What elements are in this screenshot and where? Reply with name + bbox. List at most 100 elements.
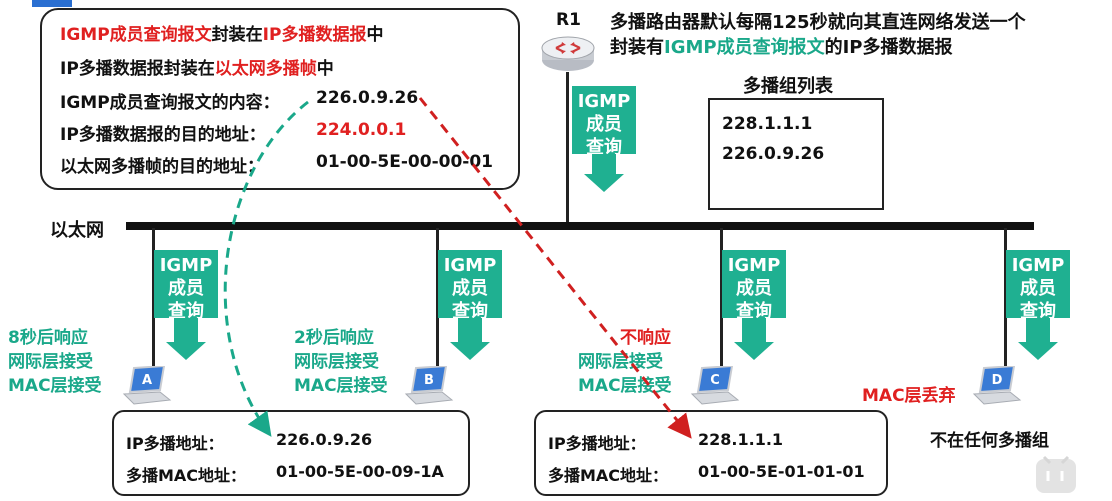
router-icon: [541, 36, 595, 71]
router-igmp-box: IGMP 成员 查询: [572, 86, 636, 158]
query-content-label: IGMP成员查询报文的内容：: [60, 93, 280, 113]
router-arrow-shaft: [592, 154, 616, 174]
address-box-c: IP多播地址： 228.1.1.1 多播MAC地址： 01-00-5E-01-0…: [534, 410, 888, 496]
host-arrow-head-b: [450, 342, 490, 360]
host-arrow-head-d: [1018, 342, 1058, 360]
group-list-title: 多播组列表: [743, 76, 833, 97]
ethernet-label: 以太网: [50, 220, 104, 241]
ip-multicast-label: IP多播地址：: [548, 434, 646, 453]
mac-multicast-value: 01-00-5E-01-01-01: [698, 462, 865, 481]
host-c-letter: C: [710, 373, 720, 388]
host-link-c: [720, 228, 723, 368]
in-text-2: 中: [316, 59, 334, 79]
igmp-line: 查询: [586, 137, 622, 158]
router-name: R1: [556, 10, 581, 30]
corner-tab: [32, 0, 72, 7]
mac-dest-value: 01-00-5E-00-00-01: [316, 152, 494, 172]
laptop-icon: A: [122, 366, 172, 405]
mac-multicast-label: 多播MAC地址：: [126, 466, 247, 485]
host-b-mac-layer: MAC层接受: [294, 376, 388, 396]
ip-dest-value: 224.0.0.1: [316, 120, 407, 140]
igmp-line: 查询: [452, 301, 488, 322]
igmp-line: IGMP: [727, 255, 781, 276]
host-arrow-head-a: [166, 342, 206, 360]
mac-multicast-label: 多播MAC地址：: [548, 466, 669, 485]
host-b-letter: B: [424, 373, 434, 388]
callout-line-3: IGMP成员查询报文的内容：: [60, 88, 280, 113]
address-box-a: IP多播地址： 226.0.9.26 多播MAC地址： 01-00-5E-00-…: [112, 410, 470, 496]
laptop-icon: C: [690, 366, 740, 405]
igmp-line: 查询: [736, 301, 772, 322]
host-link-d: [1004, 228, 1007, 368]
igmp-line: 成员: [1020, 278, 1056, 299]
host-c-ip-layer: 网际层接受: [578, 352, 663, 372]
igmp-line: 成员: [168, 278, 204, 299]
ip-multicast-text: IP多播数据报: [262, 25, 367, 45]
igmp-query-text: IGMP成员查询报文: [60, 25, 212, 45]
encap-text: 封装在: [211, 25, 263, 45]
callout-line-1: IGMP成员查询报文封装在IP多播数据报中: [60, 20, 383, 45]
igmp-line: 成员: [586, 114, 622, 135]
host-a-letter: A: [142, 373, 152, 388]
ethernet-bus: [126, 222, 1034, 230]
host-c-response: 不响应: [620, 328, 671, 348]
host-d-letter: D: [992, 373, 1003, 388]
router-note-line-2: 封装有IGMP成员查询报文的IP多播数据报: [610, 35, 1026, 60]
callout-box: IGMP成员查询报文封装在IP多播数据报中 IP多播数据报封装在以太网多播帧中 …: [40, 8, 520, 190]
igmp-line: IGMP: [159, 255, 213, 276]
igmp-line: 成员: [736, 278, 772, 299]
ethernet-frame-text: 以太网多播帧: [214, 59, 317, 79]
host-link-a: [152, 228, 155, 368]
laptop-icon: D: [972, 366, 1022, 405]
group-entry: 226.0.9.26: [722, 144, 825, 164]
green-dashed-connector: [223, 100, 309, 437]
watermark-logo: [1036, 455, 1076, 493]
red-dashed-connector: [418, 97, 692, 439]
mac-multicast-value: 01-00-5E-00-09-1A: [276, 462, 444, 481]
router-arrow-head: [584, 174, 624, 192]
igmp-line: IGMP: [1011, 255, 1065, 276]
query-content-value: 226.0.9.26: [316, 88, 419, 108]
igmp-line: 查询: [168, 301, 204, 322]
host-arrow-shaft-c: [742, 318, 766, 342]
host-b-ip-layer: 网际层接受: [294, 352, 379, 372]
router-link: [566, 72, 569, 224]
host-a-response: 8秒后响应: [8, 328, 88, 348]
igmp-line: IGMP: [577, 91, 631, 112]
ip-multicast-label: IP多播地址：: [126, 434, 224, 453]
host-b-status: 2秒后响应 网际层接受 MAC层接受: [294, 326, 388, 398]
host-d-not-in-group: 不在任何多播组: [930, 431, 1049, 451]
igmp-line: 成员: [452, 278, 488, 299]
group-list-box: 228.1.1.1 226.0.9.26: [708, 98, 884, 210]
group-entry: 228.1.1.1: [722, 114, 813, 134]
router-note-igmp: IGMP成员查询报文: [664, 37, 825, 58]
host-d-status: MAC层丢弃: [862, 386, 956, 406]
mac-dest-label: 以太网多播帧的目的地址：: [60, 157, 264, 177]
host-a-ip-layer: 网际层接受: [8, 352, 93, 372]
igmp-line: 查询: [1020, 301, 1056, 322]
host-a-status: 8秒后响应 网际层接受 MAC层接受: [8, 326, 102, 398]
router-note-prefix: 封装有: [610, 37, 664, 58]
router-note: 多播路由器默认每隔125秒就向其直连网络发送一个 封装有IGMP成员查询报文的I…: [610, 10, 1026, 60]
host-arrow-head-c: [734, 342, 774, 360]
ip-multicast-value: 226.0.9.26: [276, 430, 373, 449]
ip-encap-text: IP多播数据报封装在: [60, 59, 215, 79]
host-c-status: 不响应 网际层接受 MAC层接受: [578, 326, 672, 398]
router-note-suffix: 的IP多播数据报: [824, 37, 953, 58]
host-arrow-shaft-b: [458, 318, 482, 342]
callout-line-2: IP多播数据报封装在以太网多播帧中: [60, 54, 334, 79]
router-note-line-1: 多播路由器默认每隔125秒就向其直连网络发送一个: [610, 12, 1026, 33]
host-c-mac-layer: MAC层接受: [578, 376, 672, 396]
host-b-response: 2秒后响应: [294, 328, 374, 348]
ip-multicast-value: 228.1.1.1: [698, 430, 784, 449]
host-arrow-shaft-a: [174, 318, 198, 342]
igmp-line: IGMP: [443, 255, 497, 276]
in-text: 中: [366, 25, 384, 45]
host-a-mac-layer: MAC层接受: [8, 376, 102, 396]
laptop-icon: B: [404, 366, 454, 405]
